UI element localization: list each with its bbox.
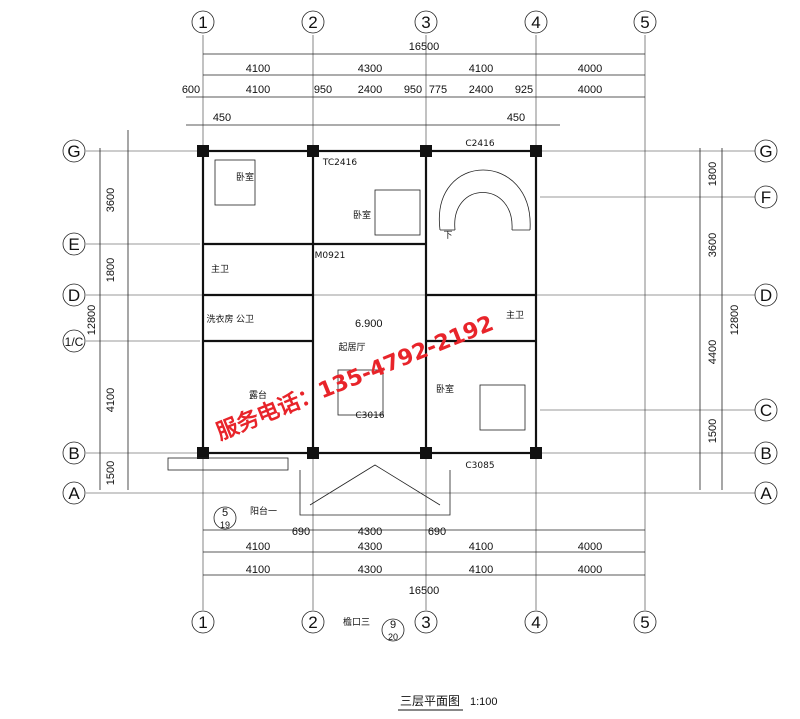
dim-top2-c: 950 (314, 84, 332, 96)
axis-label-col-5-top: 5 (640, 13, 649, 32)
dim-total-top: 16500 (409, 41, 440, 53)
axis-label-row-g-left: G (67, 142, 80, 161)
dim-bottom3-b: 4300 (358, 564, 382, 576)
axis-label-row-f-right: F (761, 188, 771, 207)
detail-5-num: 5 (222, 507, 228, 519)
detail-9-text: 檐口三 (343, 616, 370, 628)
axis-label-row-e-left: E (68, 235, 79, 254)
watermark-phone: 服务电话：135-4792-2192 (213, 311, 497, 445)
dim-bottom2-a: 4100 (246, 541, 270, 553)
dim-top2-f: 775 (429, 84, 447, 96)
drawing-scale: 1:100 (470, 696, 498, 708)
axis-label-row-a-left: A (68, 484, 80, 503)
axis-lines (86, 35, 755, 610)
room-master-bath: 主卫 (211, 263, 229, 275)
axis-label-row-b-right: B (760, 444, 771, 463)
detail-5-sheet: 19 (220, 520, 230, 530)
dim-right-4400: 4400 (707, 340, 719, 364)
window-label-c3016: C3016 (355, 411, 384, 421)
dim-bottom2-b: 4300 (358, 541, 382, 553)
dim-top2-i: 4000 (578, 84, 602, 96)
door-label-m0921: M0921 (315, 251, 346, 261)
staircase (438, 169, 531, 231)
detail-9-sheet: 20 (388, 632, 398, 642)
room-bedroom-3: 卧室 (436, 383, 454, 395)
axis-label-row-a-right: A (760, 484, 772, 503)
axis-label-row-1c-left: 1/C (65, 335, 84, 349)
dim-top2-h: 925 (515, 84, 533, 96)
dim-right-12800: 12800 (729, 305, 741, 336)
dim-bottom3-a: 4100 (246, 564, 270, 576)
dim-bottom3-c: 4100 (469, 564, 493, 576)
window-label-c3085: C3085 (465, 461, 494, 471)
dim-bottom1-a: 690 (292, 526, 310, 538)
room-terrace: 露台 (249, 389, 267, 401)
room-laundry: 洗衣房 (206, 313, 233, 325)
dim-top3-b: 450 (507, 112, 525, 124)
axis-label-col-5-bottom: 5 (640, 613, 649, 632)
window-label-tc2416: TC2416 (322, 158, 357, 168)
dim-bottom2-d: 4000 (578, 541, 602, 553)
detail-9-num: 9 (390, 619, 396, 631)
dim-top1-b: 4300 (358, 63, 382, 75)
furniture (214, 159, 526, 431)
dim-left-12800: 12800 (86, 305, 98, 336)
dim-top2-b: 4100 (246, 84, 270, 96)
drawing-title: 三层平面图 (400, 694, 460, 708)
room-bedroom-1: 卧室 (236, 171, 254, 183)
axis-label-row-b-left: B (68, 444, 79, 463)
dim-top1-c: 4100 (469, 63, 493, 75)
stair-down-label: 下 (443, 231, 452, 241)
dim-left-1800: 1800 (105, 258, 117, 282)
axis-label-row-d-left: D (68, 286, 80, 305)
axis-label-row-g-right: G (759, 142, 772, 161)
dim-right-3600: 3600 (707, 233, 719, 257)
axis-label-col-3-top: 3 (421, 13, 430, 32)
room-master-bath-2: 主卫 (506, 309, 524, 321)
dim-bottom3-d: 4000 (578, 564, 602, 576)
axis-bubbles (62, 10, 778, 642)
dim-bottom1-c: 690 (428, 526, 446, 538)
dim-left-1500: 1500 (105, 461, 117, 485)
window-label-c2416: C2416 (465, 139, 494, 149)
dim-top1-d: 4000 (578, 63, 602, 75)
axis-label-col-4-top: 4 (531, 13, 540, 32)
axis-label-col-2-top: 2 (308, 13, 317, 32)
dim-top3-a: 450 (213, 112, 231, 124)
room-public-bath: 公卫 (236, 314, 254, 325)
walls (197, 145, 542, 459)
dim-top2-d: 2400 (358, 84, 382, 96)
axis-label-col-2-bottom: 2 (308, 613, 317, 632)
dim-left-3600: 3600 (105, 188, 117, 212)
axis-label-col-4-bottom: 4 (531, 613, 540, 632)
roof-eave (167, 457, 451, 516)
axis-label-col-1-top: 1 (198, 13, 207, 32)
dim-total-bottom: 16500 (409, 585, 440, 597)
top-dimension-lines (99, 53, 723, 576)
detail-5-text: 阳台一 (250, 505, 277, 517)
dim-right-1800: 1800 (707, 162, 719, 186)
axis-label-col-3-bottom: 3 (421, 613, 430, 632)
room-living: 起居厅 (338, 342, 365, 353)
axis-label-row-d-right: D (760, 286, 772, 305)
dim-top1-a: 4100 (246, 63, 270, 75)
dim-bottom2-c: 4100 (469, 541, 493, 553)
dim-top2-e: 950 (404, 84, 422, 96)
dim-bottom1-b: 4300 (358, 526, 382, 538)
axis-label-col-1-bottom: 1 (198, 613, 207, 632)
dim-right-1500: 1500 (707, 419, 719, 443)
axis-label-row-c-right: C (760, 401, 772, 420)
room-bedroom-2: 卧室 (353, 209, 371, 221)
elevation-mark: 6.900 (355, 318, 383, 330)
dim-top2-a: 600 (182, 84, 200, 96)
dim-top2-g: 2400 (469, 84, 493, 96)
dim-left-4100: 4100 (105, 388, 117, 412)
